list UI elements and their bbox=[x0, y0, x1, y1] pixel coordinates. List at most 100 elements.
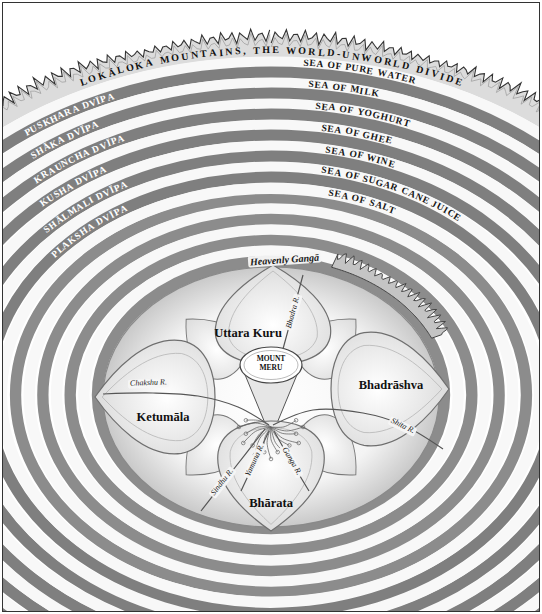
fountain-drop bbox=[241, 441, 245, 445]
letter: L bbox=[391, 57, 402, 71]
letter: S bbox=[320, 122, 327, 134]
band-name: SEA OF SALT bbox=[325, 187, 398, 215]
letter: E bbox=[384, 135, 394, 148]
letter: E bbox=[320, 101, 328, 113]
letter: E bbox=[271, 44, 280, 56]
river-line bbox=[103, 393, 269, 425]
letter: O bbox=[344, 126, 354, 139]
letter: E bbox=[309, 58, 317, 70]
letter: W bbox=[359, 51, 373, 65]
petal-inner-line bbox=[229, 271, 318, 359]
band-name: SEA OF WINE bbox=[322, 144, 397, 169]
letter: A bbox=[337, 146, 346, 159]
letter: O bbox=[371, 53, 383, 67]
letter: T bbox=[387, 204, 398, 217]
river-drawing bbox=[3, 3, 539, 611]
band-ring bbox=[2, 125, 540, 612]
letter: F bbox=[346, 105, 354, 117]
letter: S bbox=[314, 101, 321, 113]
letter bbox=[247, 45, 252, 57]
band-ring bbox=[2, 157, 540, 613]
letter: N bbox=[350, 50, 361, 63]
letter: T bbox=[251, 44, 260, 56]
letter: W bbox=[285, 45, 298, 57]
fountain-drop bbox=[276, 450, 280, 454]
letter: S bbox=[234, 45, 243, 57]
letter: A bbox=[208, 47, 219, 60]
letter: P bbox=[344, 62, 352, 74]
letter: W bbox=[375, 67, 387, 80]
band-ring bbox=[2, 115, 540, 613]
band-name: SEA OF MILK bbox=[305, 79, 380, 99]
letter: F bbox=[352, 127, 361, 139]
fountain-drop bbox=[269, 457, 273, 461]
letter: N bbox=[224, 46, 234, 59]
mountain-name: MOUNT MERU bbox=[250, 355, 292, 372]
petal-outline bbox=[218, 421, 325, 531]
band-ring bbox=[2, 188, 540, 602]
letter: S bbox=[308, 79, 315, 91]
letter: A bbox=[316, 59, 325, 71]
fountain-stream bbox=[243, 427, 271, 443]
band-ring bbox=[2, 136, 540, 613]
letter: A bbox=[143, 56, 155, 70]
fountain-stream bbox=[271, 427, 289, 445]
fountain-stream bbox=[246, 427, 271, 434]
fountain-drop bbox=[251, 444, 255, 448]
inner-stripe bbox=[84, 251, 458, 539]
fountain-drop bbox=[237, 425, 241, 429]
region-name: Ketumāla bbox=[137, 410, 190, 424]
letter: R bbox=[307, 46, 317, 59]
letter: F bbox=[358, 194, 367, 207]
river-label: Chakshu R. bbox=[127, 378, 168, 388]
river-label: Sindhu R. bbox=[209, 465, 238, 498]
inner-stripe bbox=[57, 230, 486, 560]
fountain-stream bbox=[271, 420, 296, 427]
letter: A bbox=[340, 190, 350, 203]
inner-stripe bbox=[70, 241, 472, 550]
river-label: Yamuna R. bbox=[243, 441, 267, 480]
letter: E bbox=[330, 145, 339, 157]
letter: O bbox=[297, 45, 308, 58]
letter: S bbox=[324, 144, 332, 156]
letter: I bbox=[218, 46, 225, 58]
letter: O bbox=[338, 103, 348, 115]
letter: N bbox=[189, 49, 200, 62]
letter: E bbox=[326, 166, 335, 178]
meru-top bbox=[240, 347, 302, 383]
river-label: Heavenly Gangā bbox=[248, 251, 322, 267]
petal-inner-line bbox=[102, 353, 208, 440]
fountain-drop bbox=[244, 432, 248, 436]
band-name: SEA OF GHEE bbox=[318, 122, 394, 146]
petal-inner-line bbox=[230, 428, 312, 525]
band-ring bbox=[2, 73, 540, 613]
heavenly-mountains bbox=[332, 254, 448, 338]
letter: R bbox=[407, 74, 417, 87]
fountain-drop bbox=[294, 432, 298, 436]
mountain-shading bbox=[2, 33, 540, 612]
letter: O bbox=[326, 59, 335, 71]
letter: F bbox=[356, 150, 365, 163]
fountain-drop bbox=[297, 441, 301, 445]
letter: U bbox=[351, 63, 360, 75]
river-label: Shita R. bbox=[388, 416, 418, 437]
region-petal: Ketumāla bbox=[95, 333, 215, 461]
letter: M bbox=[158, 53, 172, 67]
mountain-ridge bbox=[2, 29, 540, 612]
letter bbox=[280, 44, 285, 56]
inner-stripe bbox=[29, 209, 513, 581]
letter: F bbox=[351, 171, 360, 184]
letter: O bbox=[169, 52, 181, 66]
band-name: PLAKSHA DVĪPA bbox=[50, 204, 129, 260]
mountain-node: MOUNT MERU bbox=[237, 343, 305, 429]
region-petal: Bhadrāshva bbox=[331, 325, 449, 453]
letter: U bbox=[180, 50, 191, 63]
letter: F bbox=[339, 82, 347, 94]
fountain-drop bbox=[294, 418, 298, 422]
letter: T bbox=[199, 48, 209, 61]
fountain-stream bbox=[271, 427, 278, 452]
letter: S bbox=[303, 58, 310, 70]
letter bbox=[323, 59, 327, 71]
letter: R bbox=[381, 55, 393, 69]
